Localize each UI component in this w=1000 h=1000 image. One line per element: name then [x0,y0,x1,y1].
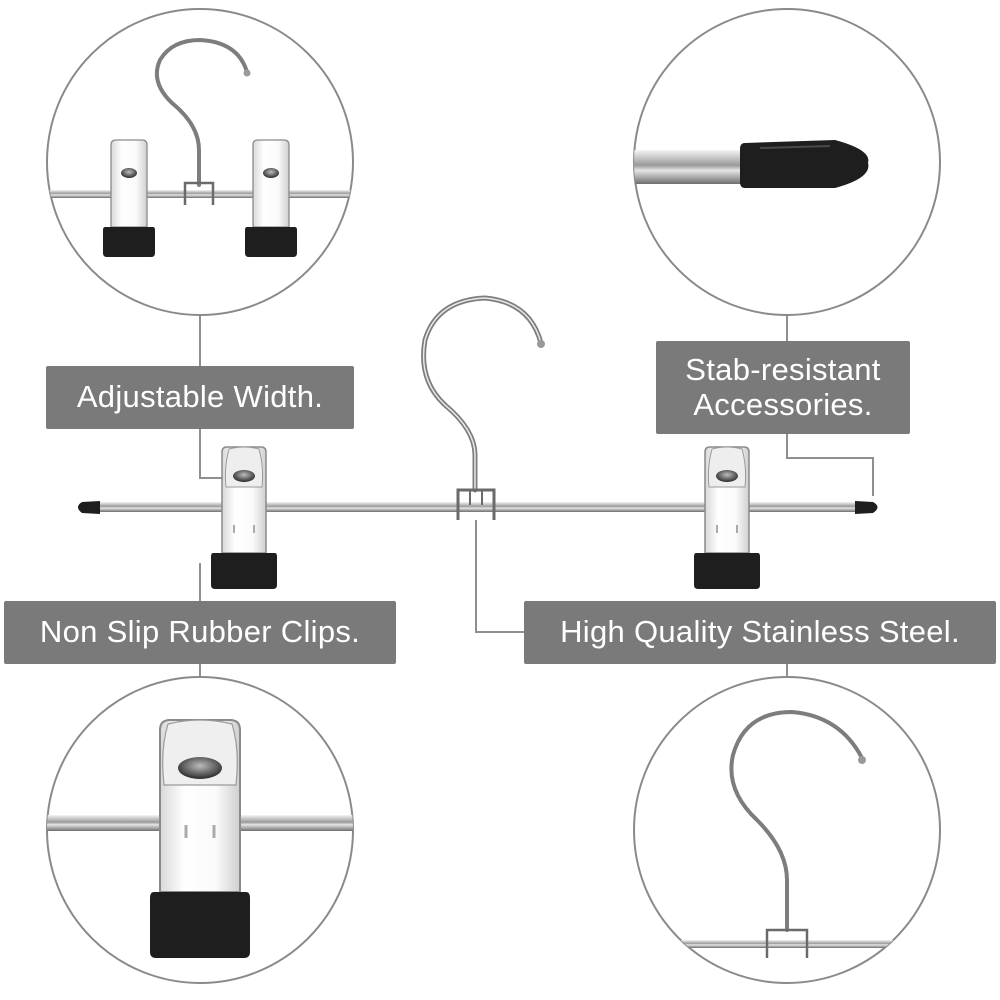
stab-resistant-line2: Accessories. [693,386,873,422]
hanger-bar [96,502,866,512]
clip-icon [103,139,155,257]
stab-resistant-label: Stab-resistant Accessories. [656,341,910,434]
hanger-hook-icon [421,295,544,493]
clip-icon [694,446,760,589]
non-slip-clips-text: Non Slip Rubber Clips. [39,614,361,650]
stab-resistant-line1: Stab-resistant [685,352,881,388]
hook-bracket [456,488,496,520]
stainless-steel-text: High Quality Stainless Steel. [560,614,960,650]
main-hanger [78,295,878,589]
hanger-hook-icon [729,709,864,932]
detail-circle-rubber-clips [46,676,354,984]
detail-circle-adjustable-width [46,8,354,316]
end-cap-icon [740,140,869,188]
clip-icon [211,446,277,589]
clip-icon [150,719,250,958]
left-end-cap-icon [78,501,100,514]
hanger-hook-icon [155,37,249,187]
detail-circle-stainless-steel [633,676,941,984]
stainless-steel-label: High Quality Stainless Steel. [524,601,996,664]
adjustable-width-text: Adjustable Width. [76,379,324,415]
adjustable-width-label: Adjustable Width. [46,366,354,429]
clip-icon [245,139,297,257]
detail-circle-stab-resistant [633,8,941,316]
right-end-cap-icon [855,501,878,514]
connector-lines [199,315,874,677]
non-slip-clips-label: Non Slip Rubber Clips. [4,601,396,664]
